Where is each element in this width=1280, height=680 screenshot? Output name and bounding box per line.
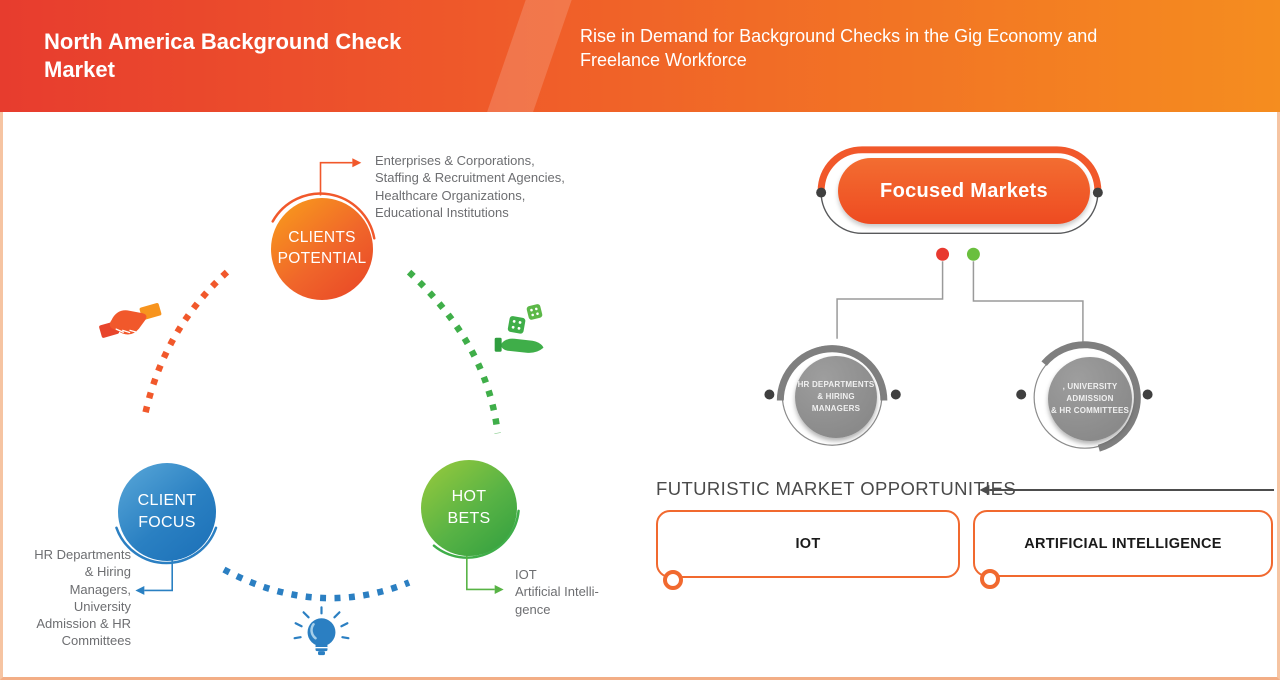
focused-markets-pill: Focused Markets — [838, 158, 1090, 224]
green-dot — [966, 247, 980, 261]
client-focus-annotation: HR Departments & Hiring Managers, Univer… — [34, 547, 131, 649]
dotted-arcs — [142, 269, 501, 602]
node-university-admission: , UNIVERSITY ADMISSION & HR COMMITTEES — [1048, 357, 1132, 441]
page-subtitle: Rise in Demand for Background Checks in … — [580, 26, 1098, 70]
red-dot — [936, 247, 950, 261]
pill-left-dot — [816, 187, 827, 198]
opportunity-label-ai: ARTIFICIAL INTELLIGENCE — [1024, 535, 1222, 552]
hot-bets-circle: HOT BETS — [421, 460, 517, 556]
clients-potential-annotation: Enterprises & Corporations, Staffing & R… — [375, 153, 565, 220]
node-hr-departments: HR DEPARTMENTS & HIRING MANAGERS — [795, 356, 877, 438]
hierarchy-connectors — [836, 261, 1084, 342]
ring-icon — [980, 569, 1000, 589]
handshake-icon — [99, 303, 162, 338]
diagram-shapes — [99, 146, 1275, 656]
annotation-connectors — [144, 161, 495, 592]
node-right-ldot — [1016, 389, 1027, 400]
pill-right-dot — [1092, 187, 1103, 198]
opportunity-box-ai: ARTIFICIAL INTELLIGENCE — [973, 510, 1273, 589]
lightbulb-icon — [293, 606, 350, 656]
focused-markets-outline — [817, 146, 1102, 235]
opportunities-heading: FUTURISTIC MARKET OPPORTUNITIES — [656, 478, 1017, 499]
hot-bets-annotation: IOT Artificial Intelli- gence — [515, 567, 599, 617]
gray-node-rings — [776, 341, 1141, 452]
circle-crescents — [115, 192, 520, 565]
header-banner: North America Background Check Market Ri… — [0, 0, 1280, 112]
clients-potential-circle: CLIENTS POTENTIAL — [271, 198, 373, 300]
node-left-rdot — [890, 389, 901, 400]
node-left-ldot — [764, 389, 775, 400]
dotted-arc-blue — [222, 566, 411, 602]
opportunities-arrowhead — [979, 485, 990, 495]
opportunity-box-iot: IOT — [656, 510, 960, 590]
content-area: CLIENTS POTENTIAL CLIENT FOCUS HOT BETS … — [0, 112, 1280, 680]
arrowhead-blue — [135, 585, 145, 595]
page-title: North America Background Check Market — [44, 29, 402, 83]
ring-icon — [663, 570, 683, 590]
dice-in-hand-icon — [494, 304, 544, 353]
arrowhead-orange — [352, 158, 362, 168]
opportunity-label-iot: IOT — [795, 536, 821, 552]
arrowhead-green — [494, 584, 504, 594]
dotted-arc-orange — [142, 269, 230, 415]
dotted-arc-green — [406, 269, 501, 434]
client-focus-circle: CLIENT FOCUS — [118, 463, 216, 561]
node-right-rdot — [1142, 389, 1153, 400]
